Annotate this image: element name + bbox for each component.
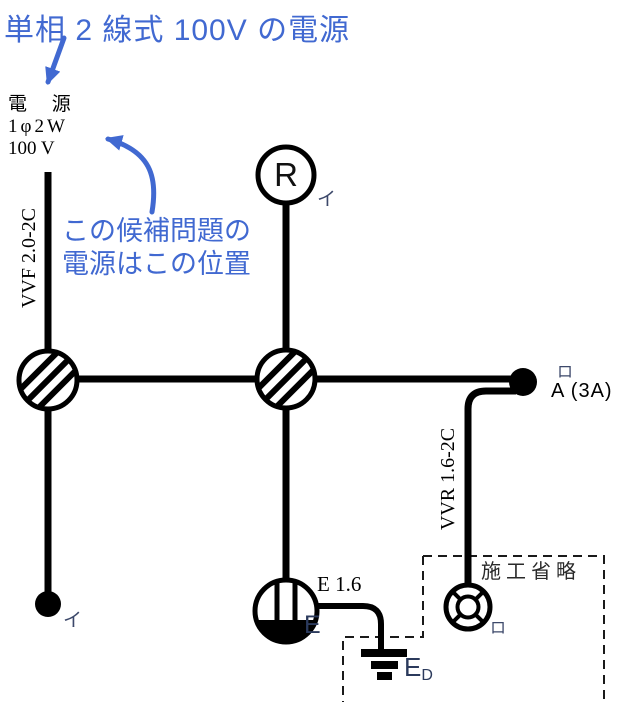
annotation-note-line2: 電源はこの位置 <box>62 249 251 279</box>
switch-i-icon <box>35 591 61 617</box>
ground-wire-label: E 1.6 <box>317 572 362 596</box>
earth-electrode-label: ED <box>404 652 433 685</box>
power-source-voltage: 100 V <box>8 138 55 159</box>
annotation-arrows <box>45 35 157 215</box>
vvr-drop-wire <box>464 387 516 586</box>
note-pointer-arrow <box>105 135 157 215</box>
outlet-icon <box>252 577 320 645</box>
earth-electrode-label-main: E <box>404 652 422 682</box>
power-source-label: 電 源 1φ2W 100 V <box>8 94 81 160</box>
junction-box-left-icon <box>16 348 80 412</box>
auto-switch-rating: A (3A) <box>551 380 613 402</box>
auto-switch-icon <box>509 368 537 396</box>
circuit-label-ro-switch: ロ <box>557 364 574 381</box>
cable-label-vvr: VVR 1.6-2C <box>437 427 459 531</box>
lamp-receptacle-letter: R <box>274 156 298 193</box>
lamp-receptacle-icon <box>255 144 317 206</box>
power-source-phase: 1φ2W <box>8 116 68 137</box>
annotation-note-line1: この候補問題の <box>62 216 251 246</box>
earth-electrode-label-sub: D <box>421 667 433 684</box>
annotation-title: 単相 2 線式 100V の電源 <box>4 14 351 47</box>
cable-label-vvf: VVF 2.0-2C <box>18 208 40 309</box>
annotation-note: この候補問題の 電源はこの位置 <box>62 215 251 281</box>
power-source-name: 電 源 <box>8 94 81 115</box>
junction-box-right-icon <box>254 347 318 411</box>
earth-electrode-icon <box>361 649 407 680</box>
omitted-area-label: 施工省略 <box>481 561 581 583</box>
source-pointer-arrow <box>45 35 67 85</box>
circuit-label-i-receptacle: イ <box>317 189 337 210</box>
outlet-earth-label: E <box>304 611 321 639</box>
outdoor-light-icon <box>443 582 493 632</box>
ground-wire <box>313 603 384 650</box>
circuit-label-i-switch: イ <box>63 610 83 631</box>
circuit-label-ro-light: ロ <box>490 620 507 637</box>
